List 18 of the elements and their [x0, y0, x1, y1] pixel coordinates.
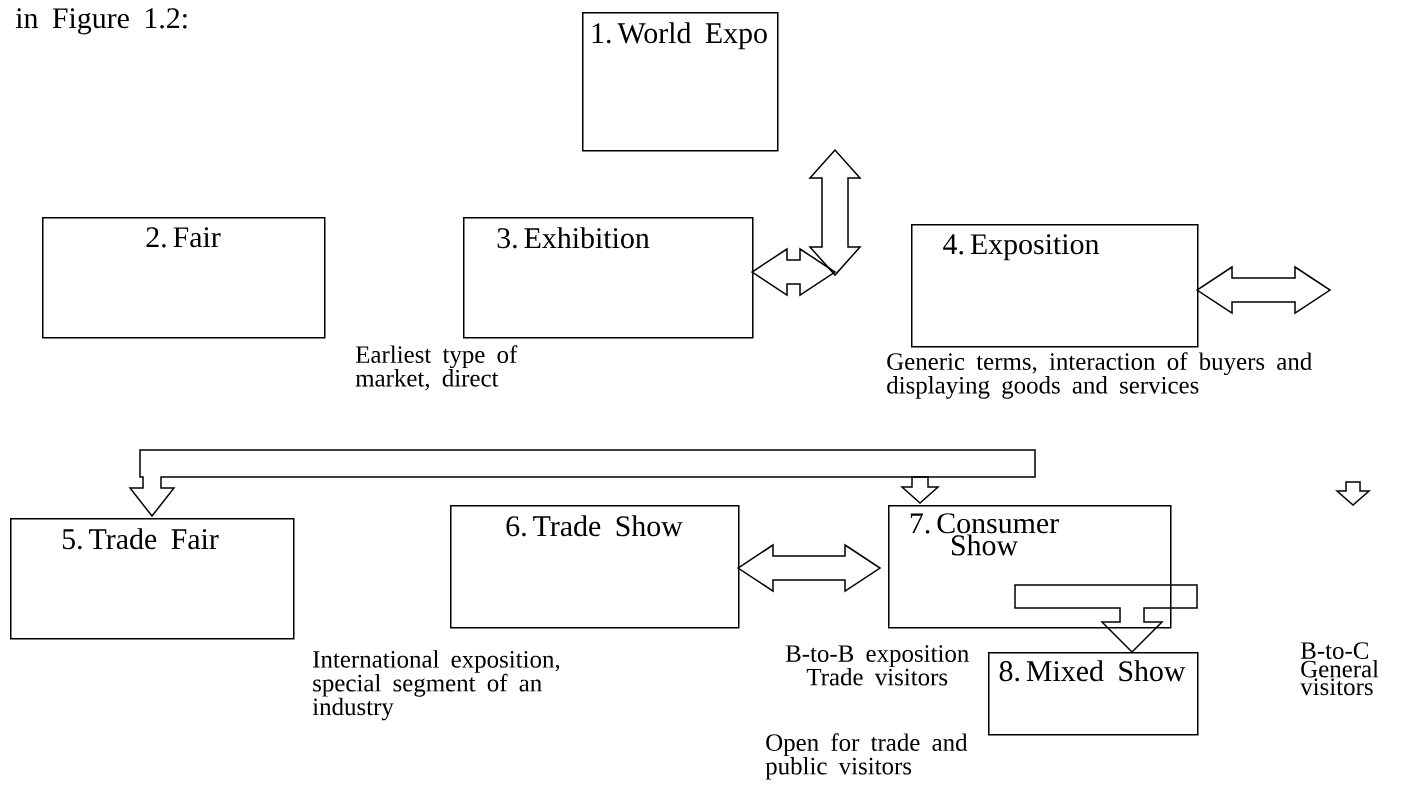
- note-text: Open for trade and public visitors: [765, 733, 968, 780]
- note-text: International exposition, special segment of an industry: [312, 650, 560, 721]
- process-box: 6. Trade Show: [450, 505, 740, 629]
- process-box: 8. Mixed Show: [988, 652, 1199, 736]
- block-arrow: [128, 449, 1036, 518]
- process-box: 4. Exposition: [911, 224, 1199, 348]
- process-box: 3. Exhibition: [463, 217, 754, 339]
- caption-text: Earliest type of market, direct: [355, 345, 518, 391]
- process-box: 7. Consumer Show: [888, 505, 1172, 629]
- block-arrow: [900, 476, 940, 504]
- process-box: 2. Fair: [42, 217, 326, 339]
- block-arrow: [1014, 584, 1198, 654]
- caption-text: Generic terms, interaction of buyers and displaying goods and services: [887, 352, 1312, 399]
- process-box: 5. Trade Fair: [10, 518, 295, 640]
- process-box: 1. World Expo: [582, 12, 779, 152]
- note-text: in Figure 1.2:: [15, 8, 187, 35]
- note-text: B-to-B exposition Trade visitors: [785, 645, 969, 686]
- text-note: B-to-C General visitors: [1300, 642, 1379, 696]
